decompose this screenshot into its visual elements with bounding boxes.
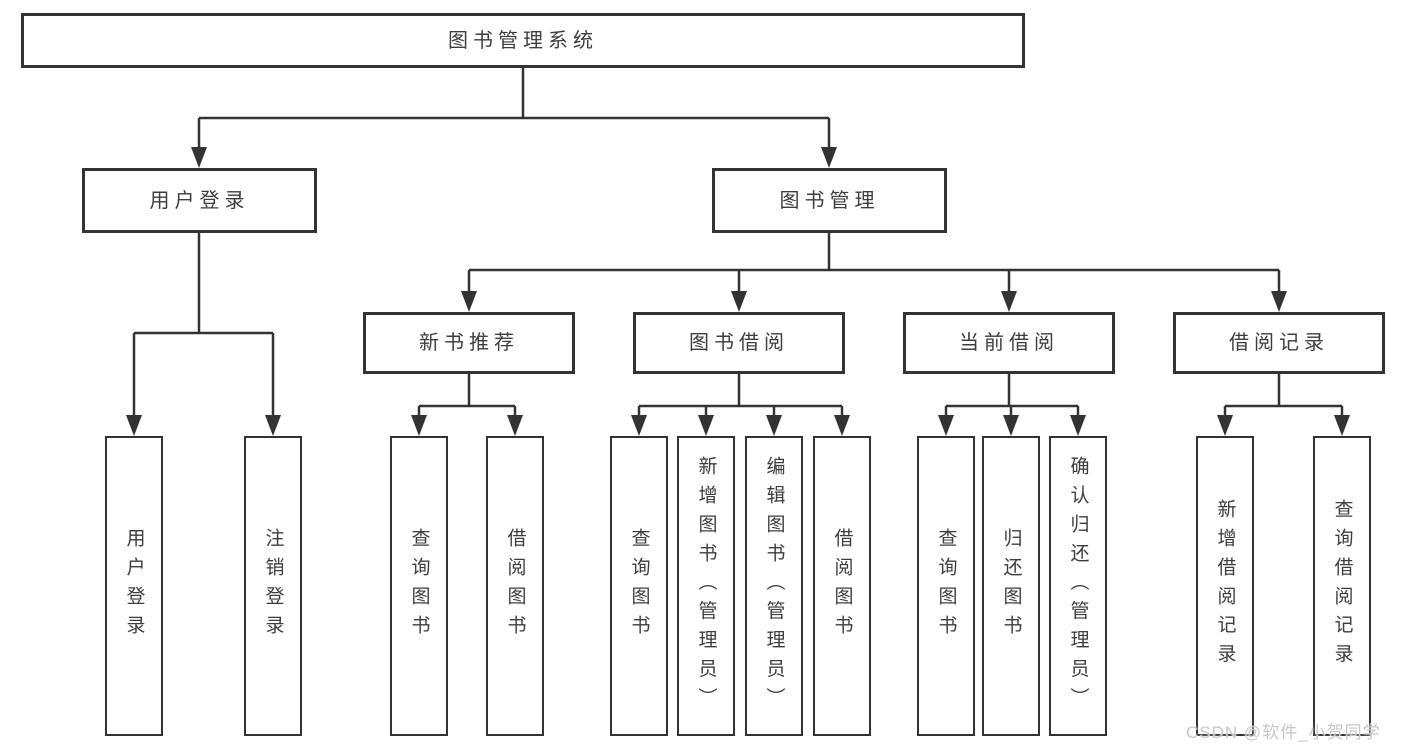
node-user-login: 用户登录 (82, 168, 317, 233)
node-leaf-edit-books-admin-label: 编辑图书（管理员） (763, 456, 785, 716)
node-leaf-borrow-books-1: 借阅图书 (486, 436, 544, 736)
node-book-borrowing-label: 图书借阅 (689, 332, 789, 354)
node-borrowing-records-label: 借阅记录 (1229, 332, 1329, 354)
node-leaf-query-books-2: 查询图书 (610, 436, 668, 736)
node-leaf-return-books: 归还图书 (982, 436, 1040, 736)
node-leaf-confirm-return-admin-label: 确认归还（管理员） (1067, 456, 1089, 716)
node-book-management: 图书管理 (712, 168, 947, 233)
node-book-management-label: 图书管理 (779, 189, 880, 212)
node-leaf-query-books-3: 查询图书 (917, 436, 975, 736)
node-leaf-borrow-books-2-label: 借阅图书 (831, 528, 853, 644)
node-leaf-edit-books-admin: 编辑图书（管理员） (745, 436, 803, 736)
node-borrowing-records: 借阅记录 (1173, 312, 1385, 374)
node-new-book-recommendation: 新书推荐 (363, 312, 575, 374)
node-leaf-query-books-3-label: 查询图书 (935, 528, 957, 644)
node-leaf-borrow-books-2: 借阅图书 (813, 436, 871, 736)
node-user-login-label: 用户登录 (149, 189, 250, 212)
node-leaf-query-books-1-label: 查询图书 (408, 528, 430, 644)
node-leaf-confirm-return-admin: 确认归还（管理员） (1049, 436, 1107, 736)
node-leaf-query-books-2-label: 查询图书 (628, 528, 650, 644)
node-leaf-add-borrow-record-label: 新增借阅记录 (1214, 499, 1236, 673)
node-leaf-add-books-admin-label: 新增图书（管理员） (695, 456, 717, 716)
node-current-borrowing: 当前借阅 (903, 312, 1115, 374)
node-leaf-user-login: 用户登录 (105, 436, 163, 736)
node-leaf-add-borrow-record: 新增借阅记录 (1196, 436, 1254, 736)
node-leaf-borrow-books-1-label: 借阅图书 (504, 528, 526, 644)
node-library-management-system: 图书管理系统 (21, 13, 1025, 68)
csdn-watermark: CSDN @软件_小贺同学 (1186, 723, 1381, 742)
node-leaf-query-books-1: 查询图书 (390, 436, 448, 736)
node-leaf-logout-label: 注销登录 (262, 528, 284, 644)
node-library-management-system-label: 图书管理系统 (448, 29, 598, 52)
node-new-book-recommendation-label: 新书推荐 (419, 332, 519, 354)
node-leaf-query-borrow-record: 查询借阅记录 (1313, 436, 1371, 736)
node-leaf-query-borrow-record-label: 查询借阅记录 (1331, 499, 1353, 673)
node-current-borrowing-label: 当前借阅 (959, 332, 1059, 354)
node-leaf-logout: 注销登录 (244, 436, 302, 736)
node-leaf-user-login-label: 用户登录 (123, 528, 145, 644)
node-leaf-add-books-admin: 新增图书（管理员） (677, 436, 735, 736)
node-book-borrowing: 图书借阅 (633, 312, 845, 374)
node-leaf-return-books-label: 归还图书 (1000, 528, 1022, 644)
